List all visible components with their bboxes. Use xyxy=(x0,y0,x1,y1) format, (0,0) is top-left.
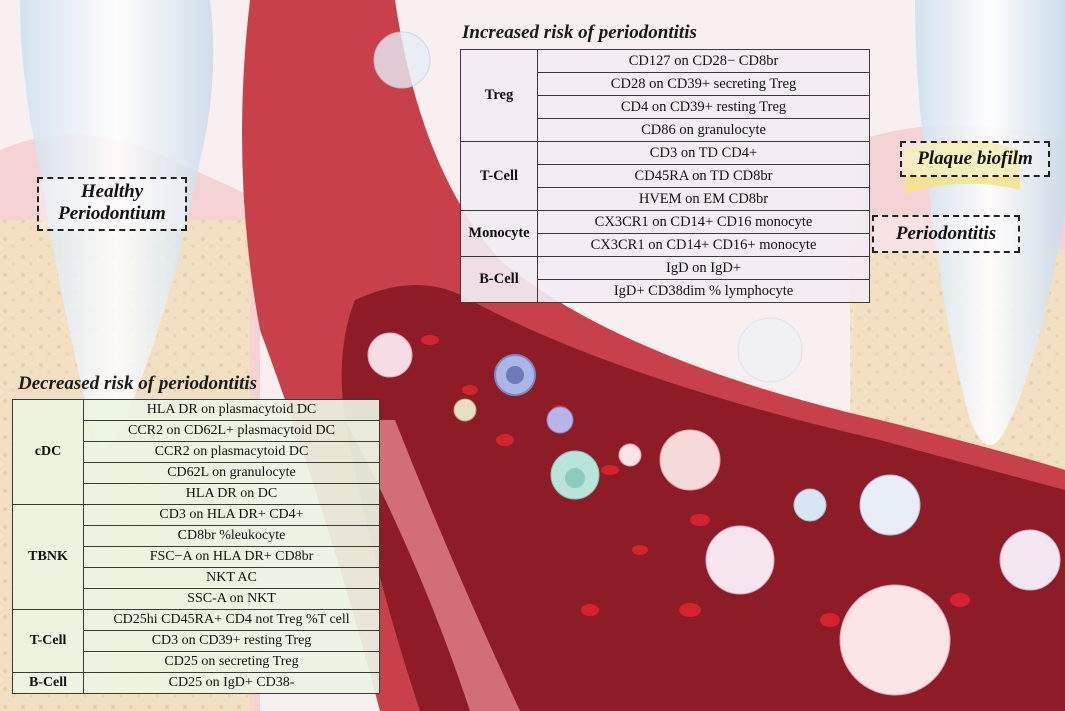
increased-category-cell: T-Cell xyxy=(460,141,538,211)
periodontitis-label: Periodontitis xyxy=(872,215,1020,253)
decreased-row: HLA DR on DC xyxy=(13,483,380,505)
immune-cells xyxy=(367,31,1061,696)
increased-row: CD45RA on TD CD8br xyxy=(461,164,870,188)
healthy-periodontium-label: Healthy Periodontium xyxy=(37,177,187,231)
decreased-marker-cell: CD8br %leukocyte xyxy=(83,525,380,547)
decreased-category-cell: TBNK xyxy=(12,504,84,610)
decreased-marker-cell: CD3 on HLA DR+ CD4+ xyxy=(83,504,380,526)
decreased-marker-cell: CD25hi CD45RA+ CD4 not Treg %T cell xyxy=(83,609,380,631)
decreased-marker-cell: CCR2 on plasmacytoid DC xyxy=(83,441,380,463)
decreased-marker-cell: CD3 on CD39+ resting Treg xyxy=(83,630,380,652)
decreased-marker-cell: CD25 on IgD+ CD38- xyxy=(83,672,380,694)
decreased-marker-cell: CD62L on granulocyte xyxy=(83,462,380,484)
increased-category-cell: B-Cell xyxy=(460,256,538,303)
increased-marker-cell: IgD+ CD38dim % lymphocyte xyxy=(537,279,870,303)
decreased-row: SSC-A on NKT xyxy=(13,588,380,610)
decreased-category-cell: B-Cell xyxy=(12,672,84,694)
increased-marker-cell: CD4 on CD39+ resting Treg xyxy=(537,95,870,119)
decreased-marker-cell: CD25 on secreting Treg xyxy=(83,651,380,673)
increased-category-cell: Treg xyxy=(460,49,538,142)
increased-marker-cell: CX3CR1 on CD14+ CD16 monocyte xyxy=(537,210,870,234)
increased-marker-cell: HVEM on EM CD8br xyxy=(537,187,870,211)
increased-marker-cell: IgD on IgD+ xyxy=(537,256,870,280)
increased-row: CD86 on granulocyte xyxy=(461,118,870,142)
plaque-biofilm-label: Plaque biofilm xyxy=(900,141,1050,177)
increased-category-cell: Monocyte xyxy=(460,210,538,257)
increased-marker-cell: CX3CR1 on CD14+ CD16+ monocyte xyxy=(537,233,870,257)
increased-marker-cell: CD86 on granulocyte xyxy=(537,118,870,142)
decreased-row: CCR2 on plasmacytoid DC xyxy=(13,441,380,463)
increased-row: IgD+ CD38dim % lymphocyte xyxy=(461,279,870,303)
decreased-category-cell: T-Cell xyxy=(12,609,84,673)
healthy-label-line1: Healthy xyxy=(80,181,144,202)
decreased-marker-cell: FSC−A on HLA DR+ CD8br xyxy=(83,546,380,568)
increased-row: CD28 on CD39+ secreting Treg xyxy=(461,72,870,96)
increased-risk-title: Increased risk of periodontitis xyxy=(462,22,697,43)
decreased-row: CD8br %leukocyte xyxy=(13,525,380,547)
decreased-marker-cell: SSC-A on NKT xyxy=(83,588,380,610)
decreased-marker-cell: HLA DR on plasmacytoid DC xyxy=(83,399,380,421)
increased-marker-cell: CD45RA on TD CD8br xyxy=(537,164,870,188)
decreased-marker-cell: HLA DR on DC xyxy=(83,483,380,505)
decreased-marker-cell: CCR2 on CD62L+ plasmacytoid DC xyxy=(83,420,380,442)
decreased-marker-cell: NKT AC xyxy=(83,567,380,589)
healthy-label-line2: Periodontium xyxy=(58,203,166,224)
increased-marker-cell: CD127 on CD28− CD8br xyxy=(537,49,870,73)
decreased-row: FSC−A on HLA DR+ CD8br xyxy=(13,546,380,568)
decreased-category-cell: cDC xyxy=(12,399,84,505)
decreased-risk-title: Decreased risk of periodontitis xyxy=(18,373,258,394)
decreased-row: NKT AC xyxy=(13,567,380,589)
increased-marker-cell: CD3 on TD CD4+ xyxy=(537,141,870,165)
increased-marker-cell: CD28 on CD39+ secreting Treg xyxy=(537,72,870,96)
